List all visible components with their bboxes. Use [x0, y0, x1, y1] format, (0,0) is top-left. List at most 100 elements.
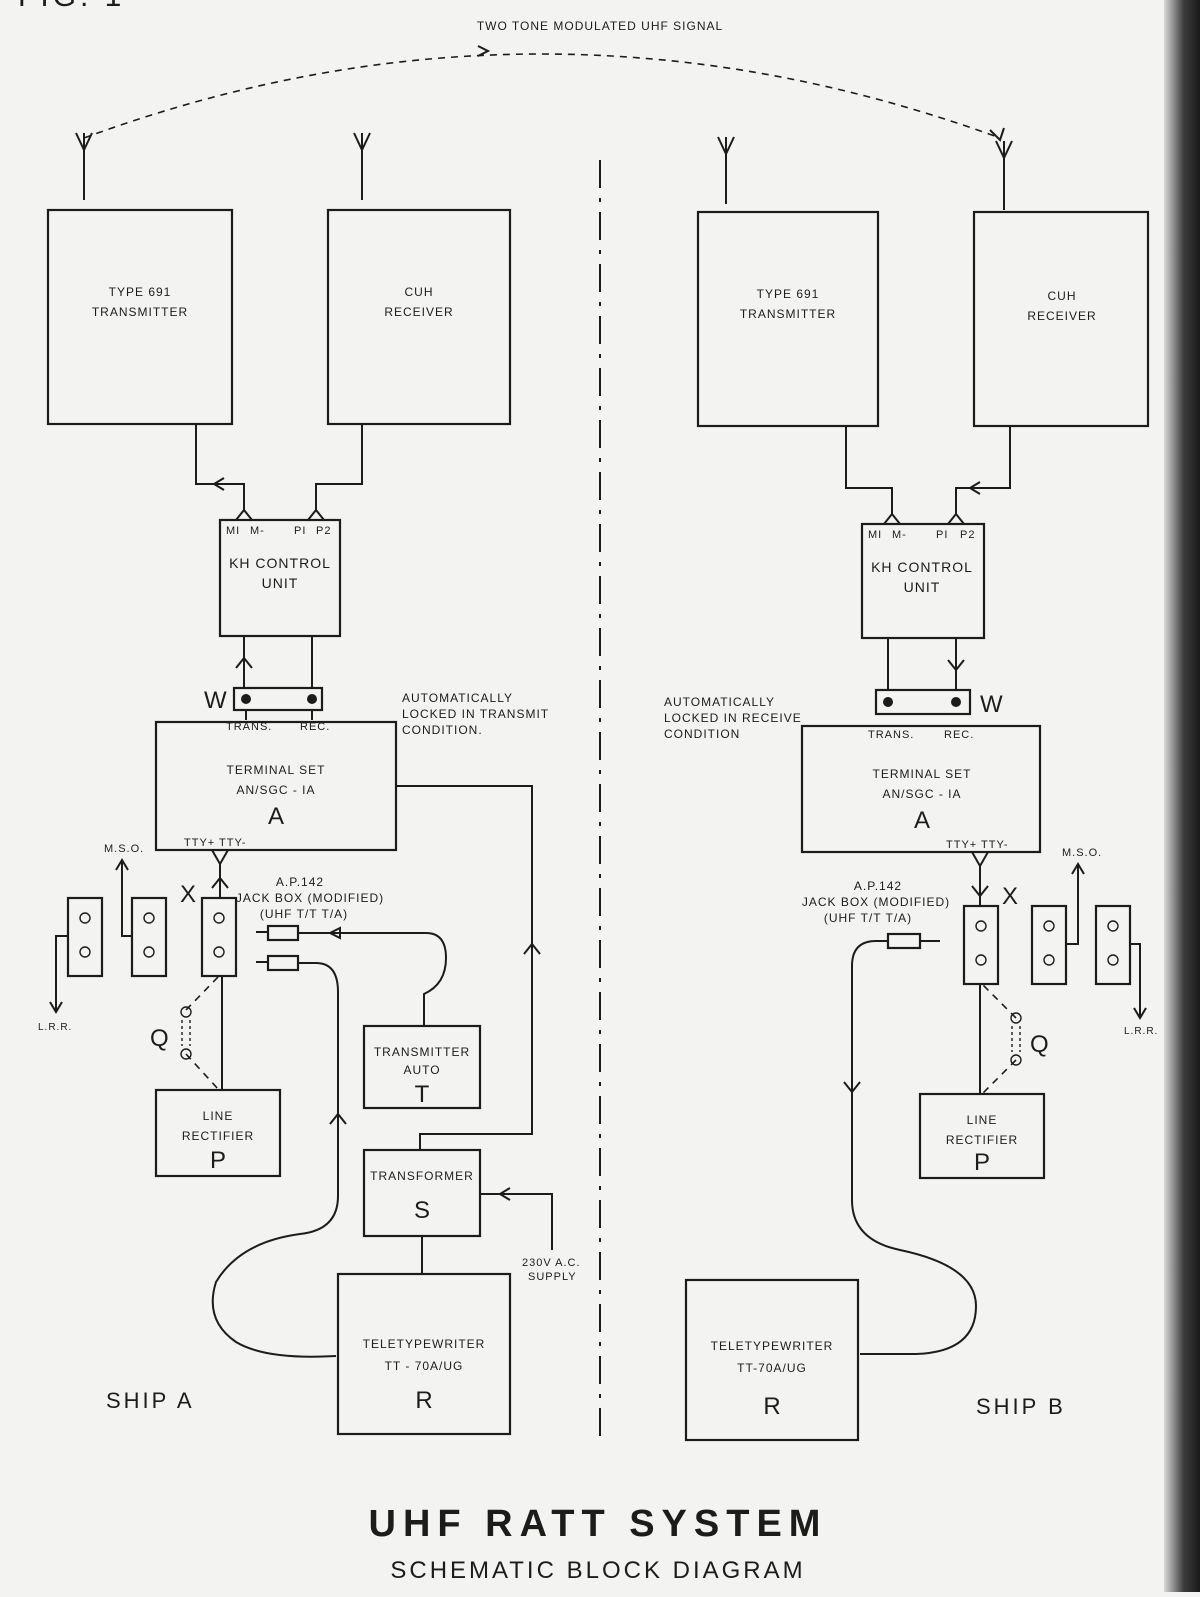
- transmitter-label-2: TRANSMITTER: [740, 307, 836, 321]
- kh-control-unit: [218, 518, 342, 638]
- antenna-icon: [995, 140, 1013, 210]
- port-p1: PI: [936, 529, 948, 541]
- mso-label: M.S.O.: [1062, 847, 1102, 859]
- w-label: W: [204, 687, 227, 714]
- tx-feed-line: [845, 426, 893, 514]
- control-to-switch-lines: [243, 636, 313, 688]
- line-rectifier-letter: P: [974, 1149, 990, 1176]
- w-switch: [232, 686, 324, 712]
- supply-label-2: SUPPLY: [528, 1271, 577, 1283]
- plug-cable-loop: [211, 962, 339, 1358]
- lrr-lead: [1130, 943, 1141, 1016]
- w-switch: [874, 688, 972, 716]
- receiver-block: [972, 210, 1150, 428]
- jack-socket-mso: [1030, 904, 1068, 986]
- transmitter-auto-letter: T: [415, 1081, 430, 1108]
- line-rectifier-label-1: LINE: [967, 1113, 998, 1127]
- plug-cable-auto: [316, 932, 448, 1026]
- signal-label: TWO TONE MODULATED UHF SIGNAL: [477, 19, 723, 33]
- receiver-label-2: RECEIVER: [384, 305, 453, 319]
- arrow-icon: [327, 926, 341, 940]
- arrow-icon: [843, 1081, 861, 1094]
- arrow-icon: [523, 942, 541, 955]
- arrow-icon: [498, 1187, 511, 1201]
- page-edge-shadow: [1164, 0, 1200, 1592]
- kh-control-unit: [860, 522, 986, 640]
- x-label: X: [180, 881, 196, 908]
- teletypewriter-letter: R: [415, 1387, 432, 1414]
- transmitter-label-1: TYPE 691: [757, 287, 820, 301]
- control-unit-label-1: KH CONTROL: [871, 559, 973, 575]
- transmitter-block: [696, 210, 880, 428]
- terminal-label-2: AN/SGC - IA: [236, 783, 315, 797]
- arrow-icon: [1133, 1007, 1147, 1020]
- transformer-letter: S: [414, 1197, 430, 1224]
- diagram-subtitle: SCHEMATIC BLOCK DIAGRAM: [390, 1557, 805, 1584]
- lock-note-2: LOCKED IN RECEIVE: [664, 711, 802, 725]
- diagram-title: UHF RATT SYSTEM: [369, 1503, 828, 1545]
- tty-lead: [211, 849, 229, 898]
- tty-label: TTY+ TTY-: [184, 837, 247, 849]
- connector-chevrons: [883, 512, 965, 525]
- rec-label: REC.: [944, 729, 974, 741]
- ship-a-label: SHIP A: [106, 1388, 195, 1413]
- arrow-icon: [115, 858, 129, 871]
- port-m2: M-: [250, 525, 265, 537]
- port-p1: PI: [294, 525, 306, 537]
- lock-note-1: AUTOMATICALLY: [664, 695, 775, 709]
- port-p2: P2: [960, 529, 975, 541]
- antenna-icon: [353, 132, 371, 200]
- line-rectifier-label-1: LINE: [203, 1109, 234, 1123]
- jack-socket-x: [962, 904, 1000, 986]
- figure-label: FIG. 1: [18, 0, 125, 13]
- receiver-label-1: CUH: [405, 285, 434, 299]
- arrow-icon: [1071, 862, 1085, 875]
- tty-lead: [971, 851, 989, 906]
- switch-contact: [241, 694, 251, 704]
- antenna-icon: [75, 132, 93, 200]
- lock-note-3: CONDITION.: [402, 723, 483, 737]
- line-rectifier-letter: P: [210, 1147, 226, 1174]
- teletypewriter-label-2: TT-70A/UG: [737, 1361, 807, 1375]
- mso-label: M.S.O.: [104, 843, 144, 855]
- control-to-switch-lines: [887, 638, 957, 690]
- q-link-bar: [181, 1020, 191, 1046]
- connector-chevrons: [235, 508, 325, 521]
- arrow-icon: [329, 1112, 347, 1125]
- jack-socket-mso: [130, 896, 168, 978]
- control-unit-label-2: UNIT: [904, 579, 941, 595]
- arrow-icon: [947, 659, 965, 672]
- jack-plug-icon: [256, 954, 316, 972]
- line-rectifier-block: [918, 1092, 1046, 1180]
- x-label: X: [1002, 883, 1018, 910]
- line-rectifier-label-2: RECTIFIER: [946, 1133, 1018, 1147]
- receiver-label-1: CUH: [1048, 289, 1077, 303]
- terminal-set-block: [800, 724, 1042, 854]
- arrow-icon: [49, 1001, 63, 1014]
- q-dashed-links: [981, 983, 1017, 1095]
- transmitter-label-1: TYPE 691: [109, 285, 172, 299]
- lrr-label: L.R.R.: [38, 1022, 72, 1033]
- receiver-block: [326, 208, 512, 426]
- transmitter-block: [46, 208, 234, 426]
- jack-socket-lrr: [1094, 904, 1132, 986]
- signal-arrow: [989, 127, 1005, 142]
- teletypewriter-letter: R: [763, 1393, 780, 1420]
- port-m1: MI: [226, 525, 240, 537]
- supply-label-1: 230V A.C.: [522, 1257, 581, 1269]
- teletypewriter-block: [684, 1278, 860, 1442]
- jack-box-label-3: (UHF T/T T/A): [824, 911, 912, 925]
- jack-plug-icon: [256, 924, 316, 942]
- ship-b: TYPE 691 TRANSMITTER CUH RECEIVER MI M- …: [664, 127, 1157, 1442]
- jack-socket-x: [200, 896, 238, 978]
- jack-box-label-1: A.P.142: [854, 879, 902, 893]
- q-link-terminal: [180, 1006, 192, 1018]
- teletypewriter-block: [336, 1272, 512, 1436]
- supply-line: [480, 1193, 553, 1250]
- jack-plug-icon: [876, 932, 940, 950]
- terminal-power-line: [396, 785, 533, 1150]
- switch-leads: [245, 710, 313, 720]
- transmitter-auto-block: [362, 1024, 482, 1110]
- trans-label: TRANS.: [868, 729, 914, 741]
